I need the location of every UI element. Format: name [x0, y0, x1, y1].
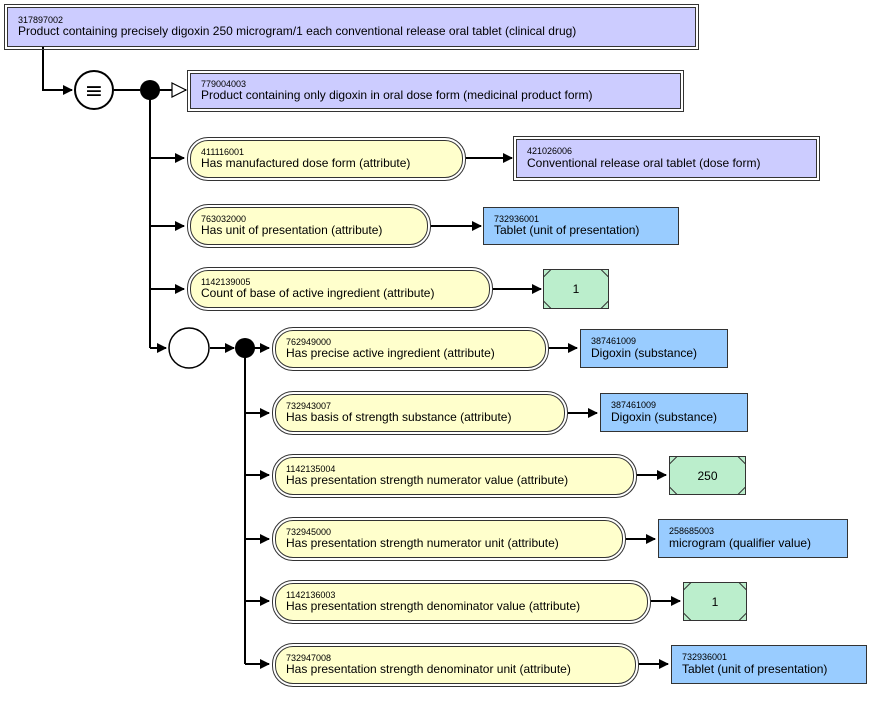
attribute-label: Has presentation strength numerator valu… [286, 473, 569, 488]
value-concept[interactable]: 421026006 Conventional release oral tabl… [513, 136, 820, 181]
value-concept[interactable]: 387461009 Digoxin (substance) [600, 393, 748, 432]
attribute-sctid: 1142136003 [286, 589, 336, 600]
value-sctid: 421026006 [527, 146, 573, 157]
attribute-sctid: 762949000 [286, 336, 332, 347]
attribute-node[interactable]: 763032000 Has unit of presentation (attr… [187, 204, 431, 248]
value-concept[interactable]: 732936001 Tablet (unit of presentation) [483, 207, 679, 245]
concrete-value-shape [683, 582, 747, 621]
value-label: Tablet (unit of presentation) [494, 223, 640, 238]
equivalence-operator: ≡ [74, 70, 114, 110]
attribute-node[interactable]: 411116001 Has manufactured dose form (at… [187, 137, 466, 181]
attribute-node[interactable]: 1142135004 Has presentation strength num… [272, 454, 637, 498]
concrete-value-text: 250 [697, 468, 718, 483]
attribute-sctid: 1142139005 [201, 276, 251, 287]
conjunction-dot [140, 80, 160, 100]
value-concept[interactable]: 387461009 Digoxin (substance) [580, 329, 728, 368]
concrete-value-shape [543, 269, 609, 309]
value-sctid: 258685003 [669, 526, 715, 537]
parent-label: Product containing only digoxin in oral … [201, 88, 593, 103]
value-sctid: 387461009 [611, 400, 657, 411]
attribute-label: Has unit of presentation (attribute) [201, 223, 383, 238]
concrete-value-shape [669, 456, 746, 495]
value-label: Digoxin (substance) [611, 409, 718, 424]
value-sctid: 732936001 [682, 652, 728, 663]
concrete-value-text: 1 [711, 594, 719, 609]
attribute-label: Has precise active ingredient (attribute… [286, 346, 495, 361]
concrete-value[interactable]: 250 [669, 456, 746, 495]
attribute-label: Has presentation strength denominator un… [286, 662, 571, 677]
attribute-label: Has basis of strength substance (attribu… [286, 410, 512, 425]
focus-sctid: 317897002 [18, 14, 64, 25]
value-label: microgram (qualifier value) [669, 535, 812, 550]
attribute-node[interactable]: 732943007 Has basis of strength substanc… [272, 391, 568, 435]
group-conjunction-dot [235, 338, 255, 358]
equivalence-symbol: ≡ [85, 79, 103, 104]
focus-concept[interactable]: 317897002 Product containing precisely d… [4, 4, 699, 50]
concrete-value-text: 1 [572, 282, 580, 296]
attribute-node[interactable]: 732947008 Has presentation strength deno… [272, 643, 639, 687]
attribute-sctid: 732945000 [286, 526, 332, 537]
attribute-label: Has manufactured dose form (attribute) [201, 156, 411, 171]
attribute-sctid: 411116001 [201, 146, 245, 157]
attribute-label: Has presentation strength denominator va… [286, 599, 581, 614]
attribute-sctid: 732943007 [286, 400, 332, 411]
value-label: Tablet (unit of presentation) [682, 661, 828, 676]
attribute-sctid: 732947008 [286, 652, 332, 663]
value-concept[interactable]: 258685003 microgram (qualifier value) [658, 519, 848, 558]
attribute-label: Count of base of active ingredient (attr… [201, 286, 435, 301]
attribute-node[interactable]: 1142139005 Count of base of active ingre… [187, 267, 493, 311]
parent-concept[interactable]: 779004003 Product containing only digoxi… [187, 70, 684, 112]
value-sctid: 732936001 [494, 213, 540, 224]
focus-label: Product containing precisely digoxin 250… [18, 24, 577, 39]
concrete-value[interactable]: 1 [683, 582, 747, 621]
attribute-sctid: 1142135004 [286, 463, 336, 474]
value-label: Digoxin (substance) [591, 345, 698, 360]
parent-sctid: 779004003 [201, 78, 247, 89]
concrete-value[interactable]: 1 [543, 269, 609, 309]
value-sctid: 387461009 [591, 336, 637, 347]
role-group-circle [168, 327, 210, 369]
attribute-node[interactable]: 1142136003 Has presentation strength den… [272, 580, 651, 624]
attribute-label: Has presentation strength numerator unit… [286, 536, 559, 551]
value-label: Conventional release oral tablet (dose f… [527, 155, 761, 170]
attribute-node[interactable]: 732945000 Has presentation strength nume… [272, 517, 626, 561]
attribute-node[interactable]: 762949000 Has precise active ingredient … [272, 327, 549, 371]
value-concept[interactable]: 732936001 Tablet (unit of presentation) [671, 645, 867, 684]
attribute-sctid: 763032000 [201, 213, 247, 224]
